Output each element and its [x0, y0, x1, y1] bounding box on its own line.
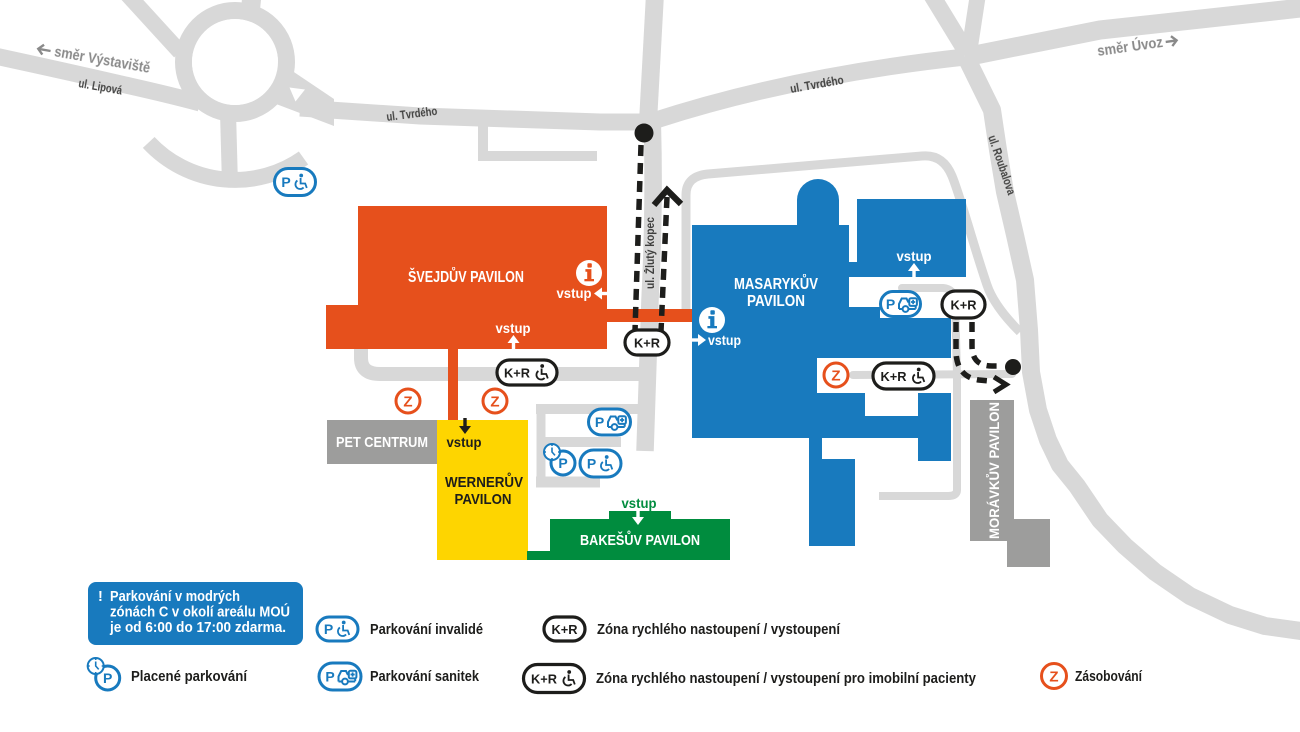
svg-text:PET CENTRUM: PET CENTRUM	[336, 434, 428, 451]
svg-text:Parkování v modrých: Parkování v modrých	[110, 589, 240, 605]
svg-text:vstup: vstup	[708, 332, 741, 348]
svg-text:K+R: K+R	[531, 671, 558, 686]
svg-text:zónách C v okolí areálu MOÚ: zónách C v okolí areálu MOÚ	[110, 603, 290, 621]
svg-text:Placené parkování: Placené parkování	[131, 669, 248, 685]
svg-text:P: P	[324, 621, 333, 637]
svg-text:Z: Z	[490, 394, 499, 411]
svg-text:!: !	[98, 589, 103, 605]
svg-text:Zóna rychlého nastoupení / vys: Zóna rychlého nastoupení / vystoupení	[597, 622, 841, 638]
svg-text:PAVILON: PAVILON	[747, 293, 805, 310]
svg-text:P: P	[325, 669, 334, 685]
svg-text:vstup: vstup	[557, 285, 592, 301]
svg-text:vstup: vstup	[447, 434, 482, 450]
svg-text:Z: Z	[831, 368, 840, 385]
svg-text:MASARYKŮV: MASARYKŮV	[734, 274, 819, 293]
svg-text:MORÁVKŮV PAVILON: MORÁVKŮV PAVILON	[986, 402, 1002, 539]
svg-text:Z: Z	[403, 394, 412, 411]
svg-text:K+R: K+R	[634, 335, 661, 350]
svg-text:K+R: K+R	[504, 365, 531, 380]
svg-text:P: P	[281, 174, 290, 190]
svg-text:K+R: K+R	[552, 622, 579, 637]
svg-text:Zásobování: Zásobování	[1075, 669, 1143, 685]
svg-text:K+R: K+R	[951, 297, 978, 312]
svg-text:BAKEŠŮV PAVILON: BAKEŠŮV PAVILON	[580, 530, 700, 549]
svg-text:P: P	[558, 455, 567, 471]
svg-text:vstup: vstup	[622, 495, 657, 511]
svg-text:je od 6:00 do 17:00 zdarma.: je od 6:00 do 17:00 zdarma.	[109, 620, 286, 636]
svg-text:WERNERŮV: WERNERŮV	[445, 472, 523, 491]
svg-text:vstup: vstup	[897, 248, 932, 264]
svg-text:Zóna rychlého nastoupení / vys: Zóna rychlého nastoupení / vystoupení pr…	[596, 671, 976, 687]
svg-text:ul. Žlutý kopec: ul. Žlutý kopec	[644, 216, 657, 289]
svg-text:PAVILON: PAVILON	[455, 491, 512, 508]
svg-text:Z: Z	[1049, 669, 1058, 686]
svg-text:Parkování invalidé: Parkování invalidé	[370, 622, 483, 638]
svg-text:K+R: K+R	[881, 369, 908, 384]
svg-text:P: P	[103, 670, 112, 686]
svg-text:vstup: vstup	[496, 320, 531, 336]
svg-text:ŠVEJDŮV PAVILON: ŠVEJDŮV PAVILON	[408, 267, 524, 286]
svg-text:P: P	[886, 296, 895, 312]
svg-text:P: P	[595, 414, 604, 430]
svg-text:Parkování sanitek: Parkování sanitek	[370, 669, 480, 685]
svg-text:P: P	[587, 456, 596, 472]
